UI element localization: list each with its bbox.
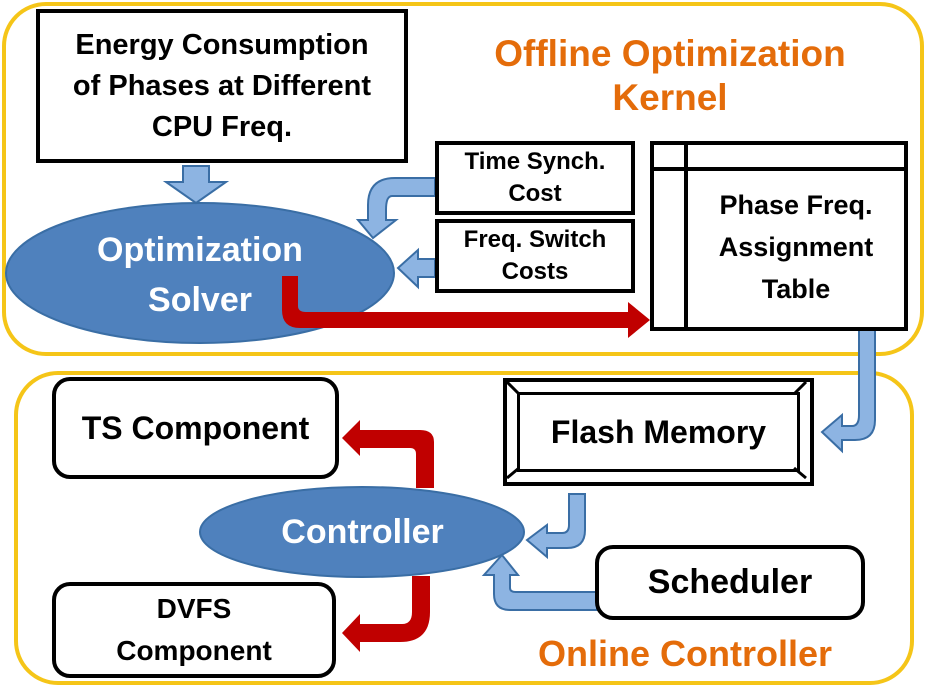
online-region-title: Online Controller (537, 633, 832, 674)
arrow-flash-to-controller (525, 493, 586, 560)
flash-memory-label: Flash Memory (550, 413, 767, 450)
phase-freq-assignment-table[interactable]: Phase Freq. Assignment Table (650, 141, 908, 331)
freq-switch-costs-label: Freq. Switch Costs (463, 226, 607, 285)
ts-component-label: TS Component (81, 409, 310, 446)
phase-freq-assignment-label: Phase Freq. Assignment Table (718, 190, 874, 304)
ts-component-box[interactable]: TS Component (52, 377, 339, 479)
time-synch-cost-label: Time Synch. Cost (464, 148, 606, 207)
flash-memory-box[interactable]: Flash Memory (503, 378, 814, 486)
scheduler-box[interactable]: Scheduler (595, 545, 865, 620)
table-column-line (684, 145, 688, 327)
energy-consumption-label: Energy Consumption of Phases at Differen… (72, 28, 372, 143)
controller-ellipse[interactable] (199, 486, 525, 578)
arrow-solver-to-table (282, 276, 650, 338)
controller-label: Controller (281, 513, 444, 551)
arrow-table-to-flash (820, 328, 876, 454)
arrow-timesynch-to-solver (355, 177, 436, 240)
arrow-controller-to-ts (342, 420, 434, 488)
dvfs-component-label: DVFS Component (116, 593, 272, 666)
time-synch-cost-box[interactable]: Time Synch. Cost (435, 141, 635, 215)
arrow-scheduler-to-controller (481, 553, 598, 611)
table-header-line (654, 167, 904, 171)
scheduler-label: Scheduler (647, 563, 813, 601)
offline-optimization-kernel-region (2, 2, 924, 356)
flash-memory-inner-frame (517, 392, 800, 472)
dvfs-component-box[interactable]: DVFS Component (52, 582, 336, 678)
optimization-solver-label: Optimization Solver (97, 231, 303, 319)
freq-switch-costs-box[interactable]: Freq. Switch Costs (435, 219, 635, 293)
offline-region-title: Offline Optimization Kernel (494, 33, 846, 118)
online-controller-region (14, 371, 914, 685)
energy-consumption-box[interactable]: Energy Consumption of Phases at Differen… (36, 9, 408, 163)
arrow-controller-to-dvfs (342, 576, 430, 652)
flash-memory-bevel (505, 380, 808, 480)
arrow-energy-to-solver (162, 165, 230, 205)
arrow-freqswitch-to-solver (396, 247, 436, 290)
